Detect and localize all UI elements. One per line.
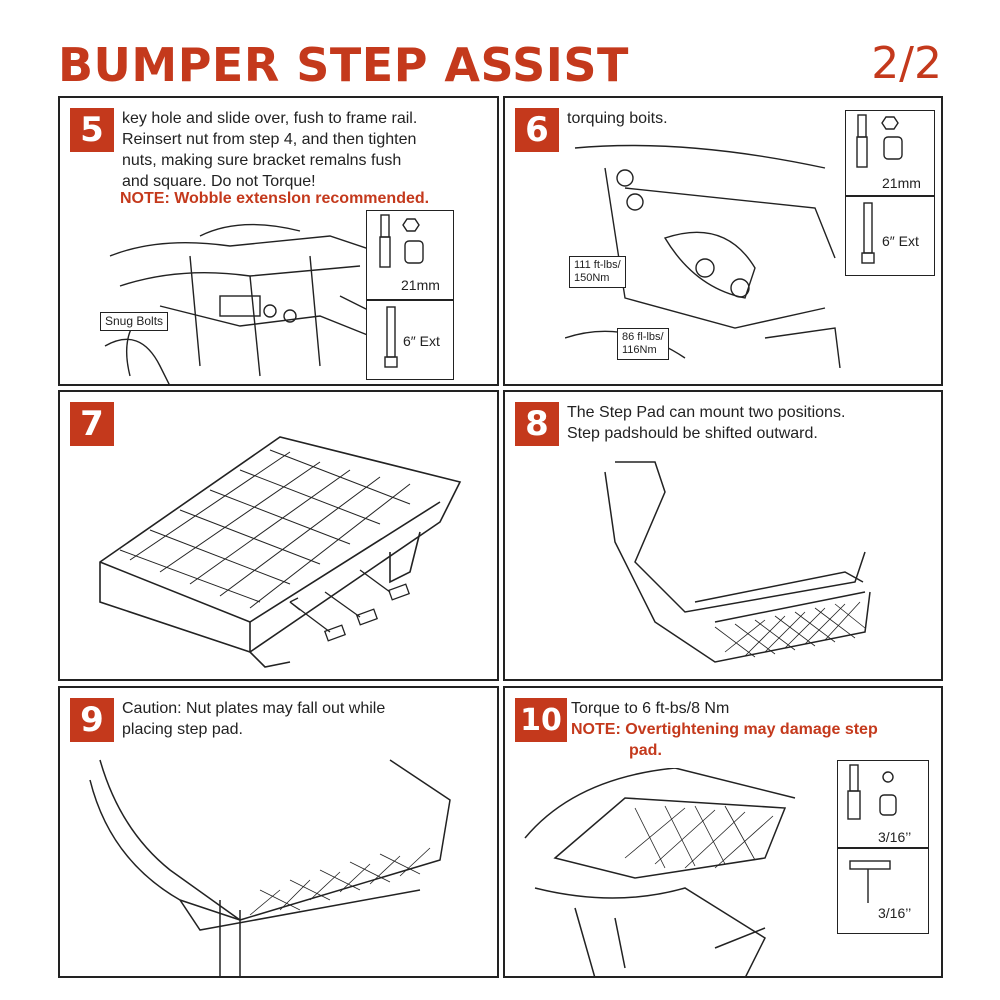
step-instructions: Caution: Nut plates may fall out while p… — [122, 698, 485, 740]
bracket-step-pad-illustration — [604, 461, 871, 663]
step-8-panel: 8 The Step Pad can mount two positions. … — [503, 390, 943, 681]
instruction-line: torquing boits. — [567, 110, 668, 127]
torque-callout: 86 fl-lbs/ 116Nm — [617, 328, 669, 360]
instruction-line: Step padshould be shifted outward. — [567, 425, 818, 442]
frame-rail-illustration — [104, 223, 391, 384]
torque-callout: 111 ft-lbs/ 150Nm — [569, 256, 626, 288]
step-instructions: The Step Pad can mount two positions. St… — [567, 402, 929, 444]
instruction-line: and square. Do not Torque! — [122, 173, 316, 190]
instruction-line: nuts, making sure bracket remalns fush — [122, 152, 402, 169]
hex-key-icon — [849, 860, 891, 903]
tool-box-extension: 6″ Ext — [366, 300, 454, 380]
instruction-line: Torque to 6 ft-bs/8 Nm — [571, 700, 730, 717]
step-6-panel: 6 torquing boits. 111 ft-lbs/ 150Nm 86 f… — [503, 96, 943, 386]
step-10-panel: 10 Torque to 6 ft-bs/8 Nm NOTE: Overtigh… — [503, 686, 943, 978]
extension-bar-icon — [384, 306, 398, 368]
step-instructions: key hole and slide over, fush to frame r… — [122, 108, 485, 192]
tool-box-extension: 6″ Ext — [845, 196, 935, 276]
tool-box-hex-key: 3/16’’ — [837, 848, 929, 934]
tool-size-label: 6″ Ext — [403, 333, 440, 349]
step-number-badge: 6 — [515, 108, 559, 152]
page-number: 2/2 — [871, 38, 942, 89]
tool-size-label: 3/16’’ — [878, 829, 912, 845]
instruction-line: Caution: Nut plates may fall out while — [122, 700, 386, 717]
tool-size-label: 3/16’’ — [878, 905, 912, 921]
step-7-panel: 7 — [58, 390, 499, 681]
step-instructions: Torque to 6 ft-bs/8 Nm NOTE: Overtighten… — [571, 698, 929, 761]
instruction-line: key hole and slide over, fush to frame r… — [122, 110, 418, 127]
instruction-line: placing step pad. — [122, 721, 243, 738]
frame-bolts-illustration — [565, 144, 841, 368]
socket-wrench-icon — [856, 114, 903, 168]
tool-size-label: 21mm — [401, 277, 440, 293]
tool-size-label: 6″ Ext — [882, 233, 919, 249]
tool-box-socket: 21mm — [845, 110, 935, 196]
socket-wrench-icon — [379, 214, 424, 268]
extension-bar-icon — [861, 202, 875, 264]
snug-bolts-callout: Snug Bolts — [100, 312, 169, 331]
warning-note: NOTE: Overtightening may damage step — [571, 721, 878, 738]
installed-step-pad-illustration — [524, 768, 796, 976]
step-5-panel: 5 key hole and slide over, fush to frame… — [58, 96, 499, 386]
warning-note: NOTE: Wobble extenslon recommended. — [120, 190, 430, 207]
tool-box-socket: 21mm — [366, 210, 454, 300]
placing-step-pad-illustration — [89, 759, 451, 976]
page-title: BUMPER STEP ASSIST — [58, 38, 629, 92]
instruction-line: The Step Pad can mount two positions. — [567, 404, 846, 421]
step-number-badge: 9 — [70, 698, 114, 742]
step-number-badge: 10 — [515, 698, 567, 742]
instruction-line: Reinsert nut from step 4, and then tight… — [122, 131, 417, 148]
warning-note-continued: pad. — [629, 742, 662, 759]
torque-wrench-icon — [847, 764, 897, 820]
tool-size-label: 21mm — [882, 175, 921, 191]
step-number-badge: 7 — [70, 402, 114, 446]
step-pad-illustration — [99, 436, 462, 668]
tool-box-socket: 3/16’’ — [837, 760, 929, 848]
step-instructions: torquing boits. — [567, 108, 929, 129]
step-9-panel: 9 Caution: Nut plates may fall out while… — [58, 686, 499, 978]
step-number-badge: 8 — [515, 402, 559, 446]
step-number-badge: 5 — [70, 108, 114, 152]
